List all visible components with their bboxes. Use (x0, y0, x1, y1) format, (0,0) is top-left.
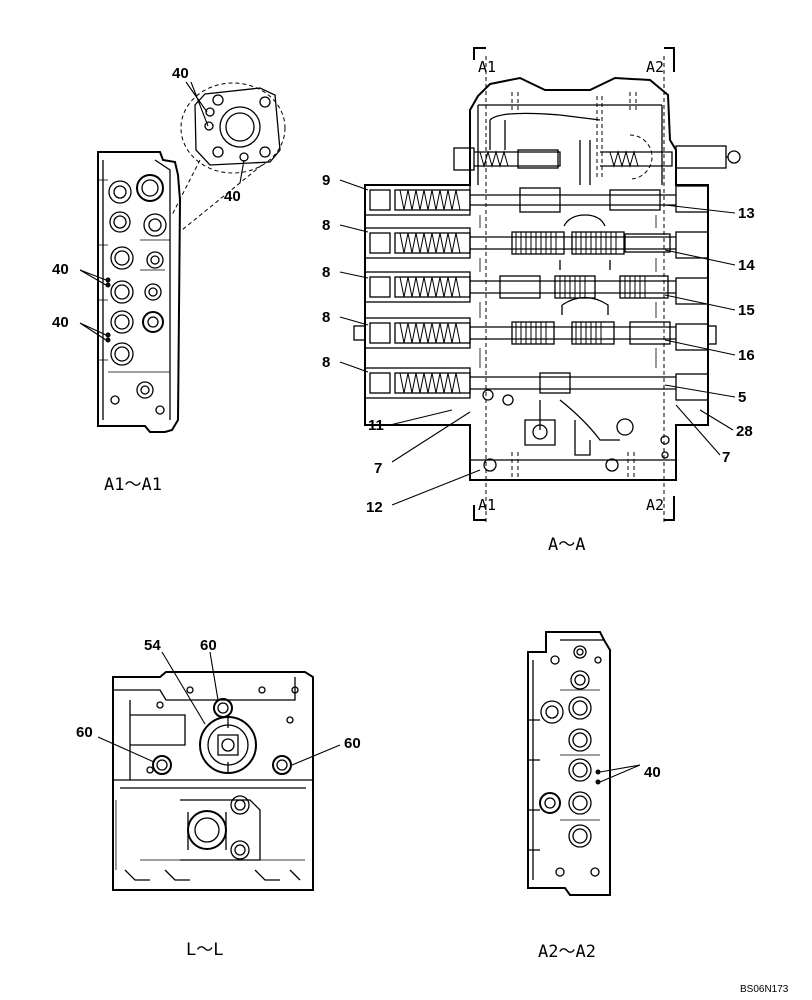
a1-callout-40-lower: 40 (52, 314, 69, 331)
aa-spool-rows (353, 184, 717, 401)
a2-caption: A2～A2 (538, 942, 596, 962)
ll-callout-54: 54 (144, 637, 161, 654)
a1-callout-40-upper: 40 (52, 261, 69, 278)
ll-callout-60-top: 60 (200, 637, 217, 654)
drawing-code: BS06N173 (740, 984, 789, 995)
aa-callout-9: 9 (322, 172, 330, 189)
aa-internal-passages (479, 112, 670, 472)
aa-callout-15: 15 (738, 302, 755, 319)
ll-callout-60-left: 60 (76, 724, 93, 741)
a1-callout-40-bubble: 40 (224, 188, 241, 205)
aa-section-mark-a1-top: A1 (478, 58, 496, 76)
aa-caption: A～A (548, 535, 585, 555)
aa-top-pilot-unit (453, 145, 741, 171)
aa-callout-8-b: 8 (322, 264, 330, 281)
view-a2: 40 A2～A2 (527, 631, 661, 962)
aa-callout-7-left: 7 (374, 460, 382, 477)
ll-caption: L～L (186, 940, 223, 960)
ll-callout-60-right: 60 (344, 735, 361, 752)
a1-ports (105, 174, 170, 415)
view-ll: 54 60 60 60 L～L (76, 637, 361, 960)
view-a1: 40 40 40 40 A1～A1 (52, 65, 286, 495)
a1-caption: A1～A1 (104, 475, 162, 495)
aa-callout-12: 12 (366, 499, 383, 516)
a2-callout-40: 40 (644, 764, 661, 781)
aa-callout-8-d: 8 (322, 354, 330, 371)
aa-callout-8-a: 8 (322, 217, 330, 234)
aa-section-mark-a2-bottom: A2 (646, 496, 664, 514)
aa-callout-14: 14 (738, 257, 755, 274)
view-aa: A1 A2 A1 A2 (322, 47, 755, 555)
aa-section-mark-a1-bottom: A1 (478, 496, 496, 514)
aa-section-mark-a2-top: A2 (646, 58, 664, 76)
aa-callout-28: 28 (736, 423, 753, 440)
aa-callout-16: 16 (738, 347, 755, 364)
aa-callout-8-c: 8 (322, 309, 330, 326)
a1-detail-bubble (171, 82, 286, 231)
aa-callout-13: 13 (738, 205, 755, 222)
aa-callout-11: 11 (368, 417, 384, 434)
a1-callout-40-top: 40 (172, 65, 189, 82)
aa-callout-7-right: 7 (722, 449, 730, 466)
aa-callout-5: 5 (738, 389, 746, 406)
